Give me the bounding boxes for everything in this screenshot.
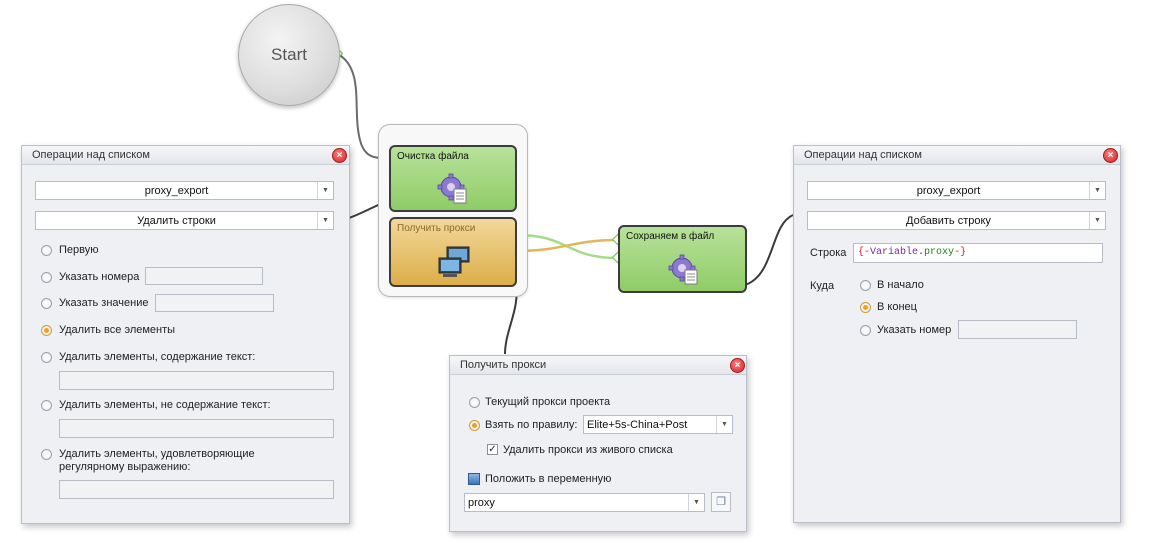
radio-by-rule-label: Взять по правилу:: [485, 419, 578, 431]
gear-document-icon: [437, 173, 467, 204]
middle-panel-get-proxy: Получить прокси × Текущий прокси проекта…: [449, 355, 747, 532]
right-panel-header: Операции над списком ×: [794, 146, 1120, 165]
radio-to-end-label: В конец: [877, 301, 917, 313]
wire-start-to-clear: [337, 53, 390, 160]
copy-icon[interactable]: ❐: [711, 492, 731, 512]
radio-contains-text-label: Удалить элементы, содержание текст:: [59, 351, 256, 363]
radio-regex-label-line2: регулярному выражению:: [59, 461, 191, 473]
left-panel-list-ops: Операции над списком × proxy_export ▼ Уд…: [21, 145, 350, 524]
radio-specify-numbers[interactable]: [41, 272, 52, 283]
chevron-down-icon[interactable]: ▼: [317, 212, 333, 229]
node-clear-file-title: Очистка файла: [397, 151, 469, 162]
where-label: Куда: [810, 280, 835, 292]
radio-first-label: Первую: [59, 244, 99, 256]
left-panel-title: Операции над списком: [32, 149, 150, 161]
start-node[interactable]: Start: [238, 4, 340, 106]
variable-select-value: proxy: [468, 497, 495, 509]
wire-right-panel: [744, 214, 794, 286]
radio-specify-number[interactable]: [860, 325, 871, 336]
radio-regex[interactable]: [41, 449, 52, 460]
chevron-down-icon[interactable]: ▼: [688, 494, 704, 511]
operation-select[interactable]: Добавить строку ▼: [807, 211, 1106, 230]
radio-delete-all[interactable]: [41, 325, 52, 336]
radio-delete-all-label: Удалить все элементы: [59, 324, 176, 336]
list-select[interactable]: proxy_export ▼: [35, 181, 334, 200]
remove-live-checkbox[interactable]: ✓: [487, 444, 498, 455]
save-to-var-label: Положить в переменную: [485, 473, 612, 485]
radio-current-proxy-label: Текущий прокси проекта: [485, 396, 611, 408]
row-label: Строка: [810, 247, 847, 259]
regex-input[interactable]: [59, 480, 334, 499]
close-icon[interactable]: ×: [332, 148, 347, 163]
rule-select[interactable]: Elite+5s-China+Post ▼: [583, 415, 733, 434]
gear-document-icon: [668, 254, 698, 285]
numbers-input[interactable]: [145, 267, 263, 285]
radio-not-contains-text[interactable]: [41, 400, 52, 411]
rule-select-value: Elite+5s-China+Post: [587, 419, 688, 431]
radio-to-end[interactable]: [860, 302, 871, 313]
specify-number-input[interactable]: [958, 320, 1077, 339]
list-select-value: proxy_export: [916, 185, 981, 197]
middle-panel-header: Получить прокси ×: [450, 356, 746, 375]
chevron-down-icon[interactable]: ▼: [716, 416, 732, 433]
not-contains-text-input[interactable]: [59, 419, 334, 438]
contains-text-input[interactable]: [59, 371, 334, 390]
radio-not-contains-text-label: Удалить элементы, не содержание текст:: [59, 399, 271, 411]
node-get-proxy[interactable]: Получить прокси: [389, 217, 517, 287]
operation-select-value: Добавить строку: [906, 215, 991, 227]
remove-live-label: Удалить прокси из живого списка: [503, 444, 673, 456]
radio-specify-number-label: Указать номер: [877, 324, 952, 336]
radio-first[interactable]: [41, 245, 52, 256]
variable-select[interactable]: proxy ▼: [464, 493, 705, 512]
close-icon[interactable]: ×: [1103, 148, 1118, 163]
right-panel-list-ops: Операции над списком × proxy_export ▼ До…: [793, 145, 1121, 523]
right-panel-title: Операции над списком: [804, 149, 922, 161]
node-clear-file[interactable]: Очистка файла: [389, 145, 517, 212]
radio-regex-label: Удалить элементы, удовлетворяющие: [59, 448, 255, 460]
list-select-value: proxy_export: [144, 185, 209, 197]
radio-specify-value[interactable]: [41, 298, 52, 309]
radio-specify-numbers-label: Указать номера: [59, 271, 140, 283]
close-icon[interactable]: ×: [730, 358, 745, 373]
operation-select[interactable]: Удалить строки ▼: [35, 211, 334, 230]
radio-contains-text[interactable]: [41, 352, 52, 363]
radio-by-rule[interactable]: [469, 420, 480, 431]
radio-to-start-label: В начало: [877, 279, 924, 291]
chevron-down-icon[interactable]: ▼: [1089, 182, 1105, 199]
radio-to-start[interactable]: [860, 280, 871, 291]
row-value-text: {-Variable.proxy-}: [858, 247, 967, 258]
variable-icon: [468, 473, 480, 485]
node-save-to-file[interactable]: Сохраняем в файл: [618, 225, 747, 293]
node-get-proxy-title: Получить прокси: [397, 223, 476, 234]
left-panel-header: Операции над списком ×: [22, 146, 349, 165]
node-save-to-file-title: Сохраняем в файл: [626, 231, 715, 242]
computers-icon: [438, 246, 470, 277]
row-value-input[interactable]: {-Variable.proxy-}: [853, 243, 1103, 263]
chevron-down-icon[interactable]: ▼: [1089, 212, 1105, 229]
operation-select-value: Удалить строки: [137, 215, 216, 227]
radio-current-proxy[interactable]: [469, 397, 480, 408]
wire-orange: [515, 238, 619, 253]
start-label: Start: [271, 45, 307, 64]
radio-specify-value-label: Указать значение: [59, 297, 149, 309]
value-input[interactable]: [155, 294, 274, 312]
list-select[interactable]: proxy_export ▼: [807, 181, 1106, 200]
chevron-down-icon[interactable]: ▼: [317, 182, 333, 199]
middle-panel-title: Получить прокси: [460, 359, 547, 371]
